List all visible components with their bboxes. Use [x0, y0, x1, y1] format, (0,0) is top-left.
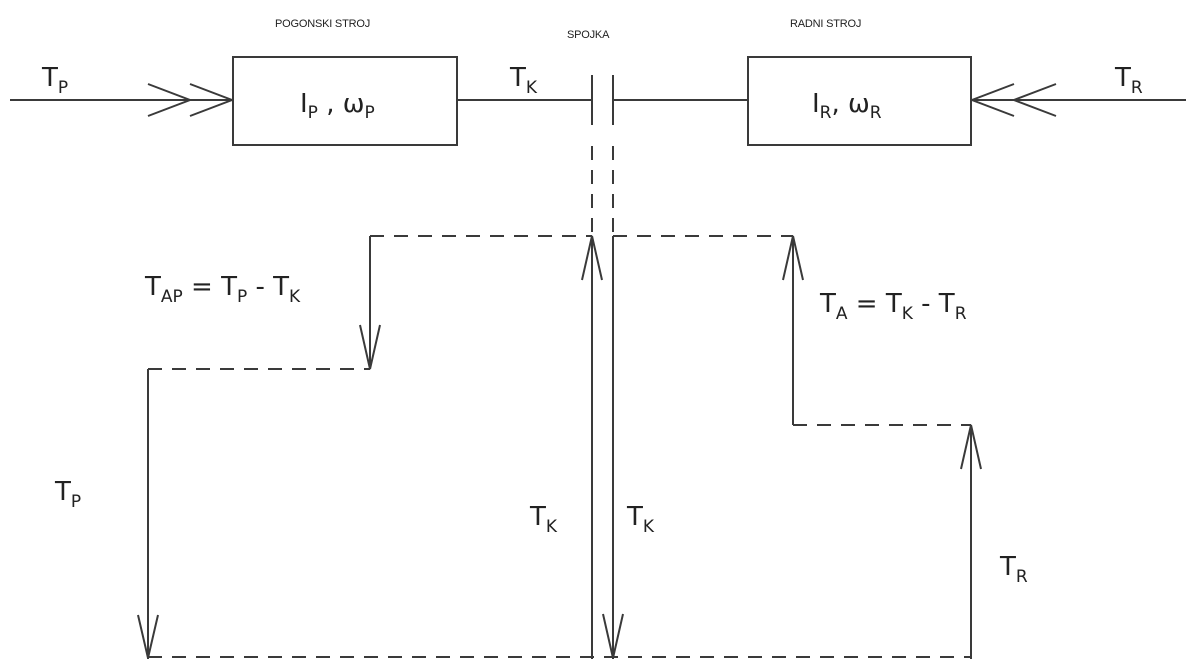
- ta-equation: TA = TK - TR: [819, 289, 967, 324]
- tp-top-label: TP: [41, 63, 68, 98]
- work-machine-box: [747, 56, 972, 146]
- tk-right-label: TK: [626, 502, 655, 537]
- tk-left-label: TK: [529, 502, 558, 537]
- drive-machine-box: [232, 56, 458, 146]
- work-box-label: IR, ωR: [812, 89, 882, 123]
- drive-machine-caption: POGONSKI STROJ: [275, 18, 370, 30]
- tp-left-label: TP: [54, 477, 81, 512]
- tr-arrow-head: [960, 424, 982, 470]
- tap-equation: TAP = TP - TK: [144, 272, 301, 307]
- ta-arrow-head: [782, 235, 804, 281]
- tr-top-label: TR: [1114, 63, 1143, 98]
- drive-box-label: IP , ωP: [300, 89, 375, 123]
- tk-up-arrow-head: [581, 235, 603, 281]
- tr-arrow-chevron-2: [1011, 83, 1057, 117]
- tr-bottom-label: TR: [999, 552, 1028, 587]
- tp-arrow-chevron-1: [147, 83, 193, 117]
- coupling-caption: SPOJKA: [567, 29, 610, 41]
- work-machine-caption: RADNI STROJ: [790, 18, 861, 30]
- tk-top-label: TK: [509, 63, 538, 98]
